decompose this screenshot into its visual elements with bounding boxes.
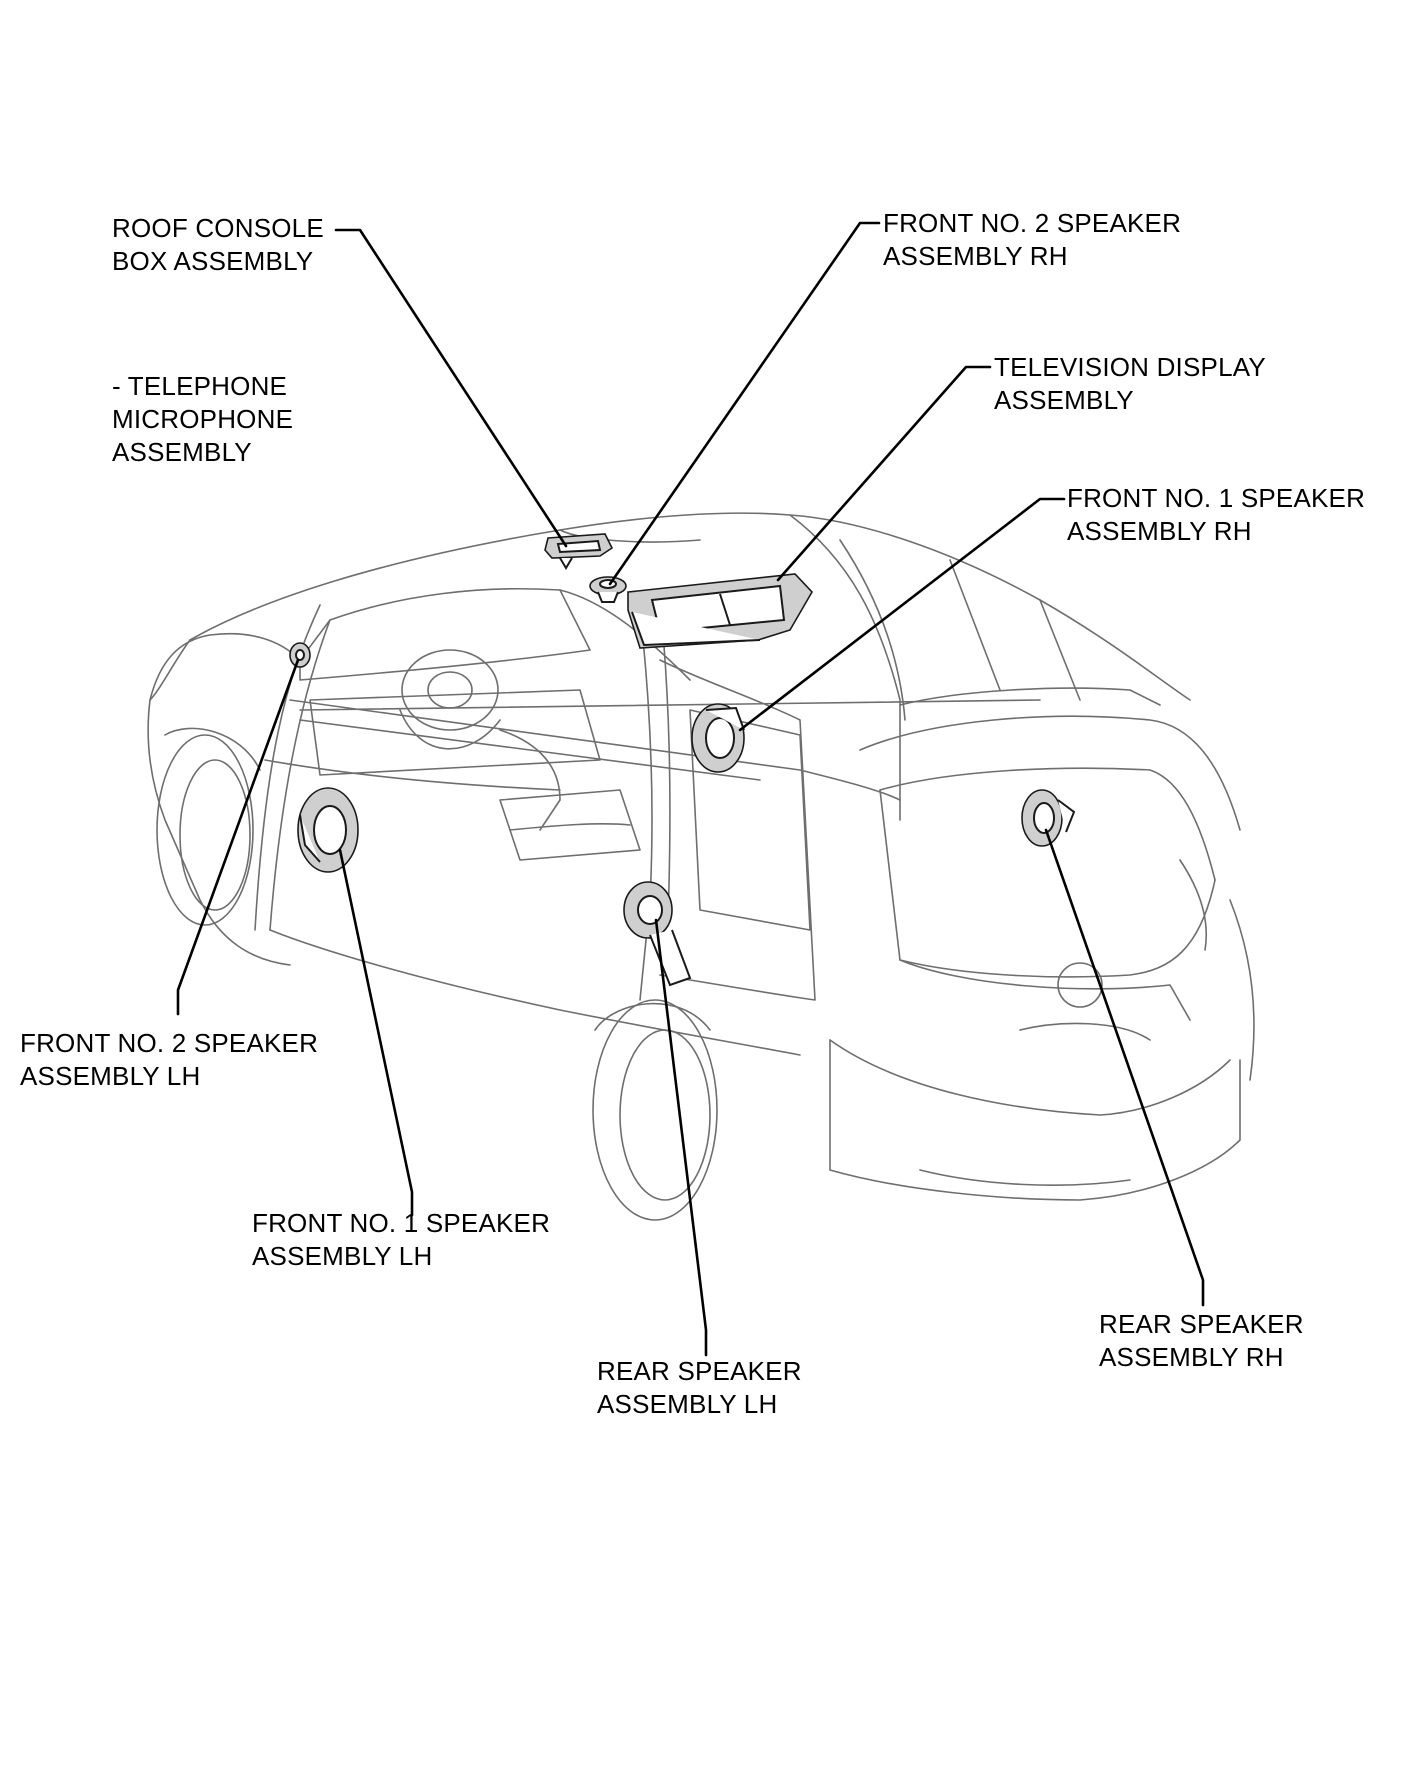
label-line: REAR SPEAKER bbox=[1099, 1309, 1304, 1339]
label-front-no1-speaker-assembly-lh: FRONT NO. 1 SPEAKER ASSEMBLY LH bbox=[252, 1207, 550, 1273]
label-line: ASSEMBLY LH bbox=[20, 1061, 201, 1091]
leader-front1-rh bbox=[738, 497, 1066, 732]
label-line: MICROPHONE bbox=[112, 404, 294, 434]
label-line: ASSEMBLY RH bbox=[1099, 1342, 1284, 1372]
front-no1-speaker-lh-part bbox=[297, 787, 359, 873]
label-line: ASSEMBLY bbox=[994, 385, 1134, 415]
label-line: TELEVISION DISPLAY bbox=[994, 352, 1266, 382]
label-line: - TELEPHONE bbox=[112, 371, 288, 401]
leader-rear-lh bbox=[654, 918, 708, 1357]
label-rear-speaker-assembly-rh: REAR SPEAKER ASSEMBLY RH bbox=[1099, 1308, 1304, 1374]
label-line: REAR SPEAKER bbox=[597, 1356, 802, 1386]
label-line: FRONT NO. 1 SPEAKER bbox=[1067, 483, 1366, 513]
label-line: ASSEMBLY RH bbox=[1067, 516, 1252, 546]
label-line: BOX ASSEMBLY bbox=[112, 246, 314, 276]
roof-console-box-part bbox=[544, 533, 614, 570]
label-front-no1-speaker-assembly-rh: FRONT NO. 1 SPEAKER ASSEMBLY RH bbox=[1067, 482, 1365, 548]
front-no2-speaker-lh-part bbox=[289, 642, 311, 668]
label-telephone-microphone-assembly: - TELEPHONE MICROPHONE ASSEMBLY bbox=[112, 370, 293, 469]
label-roof-console-box-assembly: ROOF CONSOLE BOX ASSEMBLY bbox=[112, 212, 324, 278]
label-front-no2-speaker-assembly-lh: FRONT NO. 2 SPEAKER ASSEMBLY LH bbox=[20, 1027, 318, 1093]
label-line: FRONT NO. 2 SPEAKER bbox=[883, 208, 1182, 238]
front-no1-speaker-rh-part bbox=[691, 703, 745, 773]
label-line: ASSEMBLY RH bbox=[883, 241, 1068, 271]
leader-front1-lh bbox=[338, 848, 414, 1217]
leader-tv-display bbox=[776, 365, 992, 582]
leader-rear-rh bbox=[1044, 828, 1205, 1307]
label-front-no2-speaker-assembly-rh: FRONT NO. 2 SPEAKER ASSEMBLY RH bbox=[883, 207, 1181, 273]
car-body-outline bbox=[147, 512, 1255, 1221]
label-line: FRONT NO. 2 SPEAKER bbox=[20, 1028, 319, 1058]
label-line: ASSEMBLY bbox=[112, 437, 252, 467]
leader-front2-lh bbox=[176, 658, 300, 1016]
label-line: ROOF CONSOLE bbox=[112, 213, 324, 243]
label-line: ASSEMBLY LH bbox=[252, 1241, 433, 1271]
rear-speaker-rh-part bbox=[1021, 789, 1076, 847]
label-line: ASSEMBLY LH bbox=[597, 1389, 778, 1419]
label-television-display-assembly: TELEVISION DISPLAY ASSEMBLY bbox=[994, 351, 1266, 417]
leader-roof-console bbox=[334, 228, 568, 548]
label-rear-speaker-assembly-lh: REAR SPEAKER ASSEMBLY LH bbox=[597, 1355, 802, 1421]
leader-front2-rh bbox=[608, 221, 881, 586]
television-display-part bbox=[627, 573, 813, 649]
leader-lines bbox=[176, 221, 1205, 1357]
label-line: FRONT NO. 1 SPEAKER bbox=[252, 1208, 551, 1238]
front-no2-speaker-rh-part bbox=[589, 576, 627, 603]
